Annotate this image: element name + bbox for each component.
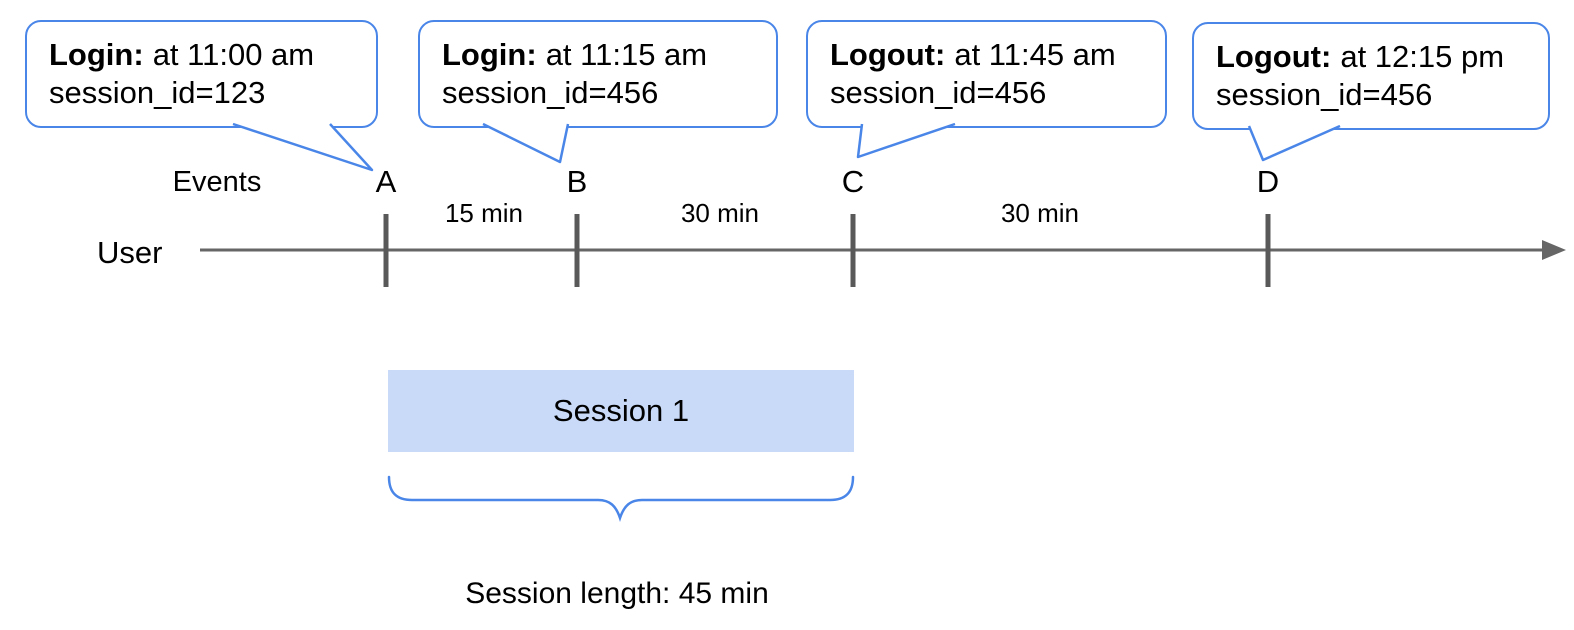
event-session-id: session_id=456: [1216, 77, 1433, 112]
callout-line1: Login:at 11:00 am: [49, 36, 376, 74]
event-type-label: Login:: [49, 37, 144, 72]
event-marker-a: A: [375, 164, 397, 199]
session-length-brace: [387, 475, 855, 522]
callout-tail-c: [856, 122, 956, 159]
event-type-label: Login:: [442, 37, 537, 72]
callout-logout-c: Logout:at 11:45 am session_id=456: [806, 20, 1167, 128]
callout-line1: Logout:at 12:15 pm: [1216, 38, 1548, 76]
event-session-id: session_id=456: [830, 75, 1047, 110]
timeline-arrowhead-icon: [1542, 240, 1566, 260]
callout-login-b: Login:at 11:15 am session_id=456: [418, 20, 778, 128]
event-marker-c: C: [841, 164, 865, 199]
event-time: at 11:45 am: [954, 37, 1116, 72]
callout-logout-d: Logout:at 12:15 pm session_id=456: [1192, 22, 1550, 130]
event-session-id: session_id=123: [49, 75, 266, 110]
events-axis-label: Events: [172, 166, 262, 198]
event-session-id: session_id=456: [442, 75, 659, 110]
callout-line1: Logout:at 11:45 am: [830, 36, 1165, 74]
event-marker-d: D: [1256, 164, 1280, 199]
session-1-box: Session 1: [388, 370, 854, 452]
callout-login-a: Login:at 11:00 am session_id=123: [25, 20, 378, 128]
callout-tail-d: [1247, 124, 1341, 162]
event-type-label: Logout:: [830, 37, 946, 72]
session-length-caption: Session length: 45 min: [465, 577, 769, 610]
user-axis-label: User: [97, 235, 163, 270]
callout-tail-a: [232, 122, 374, 172]
callout-tail-b: [482, 122, 570, 164]
interval-label-bc: 30 min: [680, 198, 760, 228]
event-time: at 11:15 am: [545, 37, 708, 72]
event-marker-b: B: [566, 164, 588, 199]
event-type-label: Logout:: [1216, 39, 1332, 74]
event-time: at 11:00 am: [152, 37, 315, 72]
interval-label-ab: 15 min: [444, 198, 524, 228]
session-1-label: Session 1: [552, 393, 690, 428]
event-time: at 12:15 pm: [1340, 39, 1505, 74]
callout-line1: Login:at 11:15 am: [442, 36, 776, 74]
interval-label-cd: 30 min: [1000, 198, 1080, 228]
